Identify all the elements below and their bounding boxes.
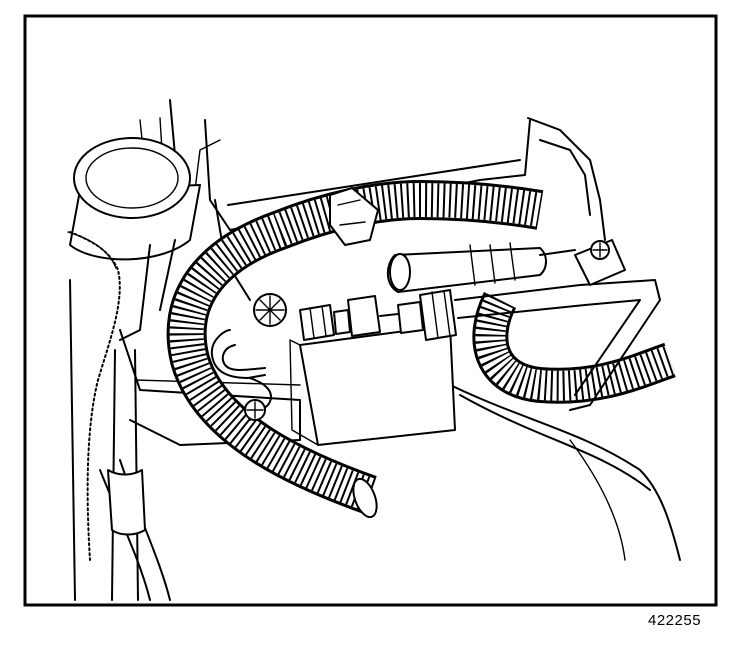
- bolt-head: [244, 293, 287, 421]
- fuel-pressure-line: [210, 279, 661, 421]
- lower-corrugated-hose: [472, 291, 676, 404]
- union-fitting: [397, 289, 457, 341]
- figure-reference-number: 422255: [648, 612, 702, 629]
- mounting-clamp: [574, 239, 626, 286]
- mounting-bracket: [289, 324, 456, 446]
- left-vertical-pipe: [107, 349, 146, 601]
- hose-clip: [329, 187, 379, 246]
- diagram-border: [23, 14, 718, 607]
- small-wire-harness: [67, 231, 121, 561]
- corrugated-hose: [166, 179, 544, 519]
- reservoir-cap: [69, 137, 201, 341]
- in-line-filter: [386, 242, 576, 293]
- flare-nut-fitting: [299, 295, 399, 341]
